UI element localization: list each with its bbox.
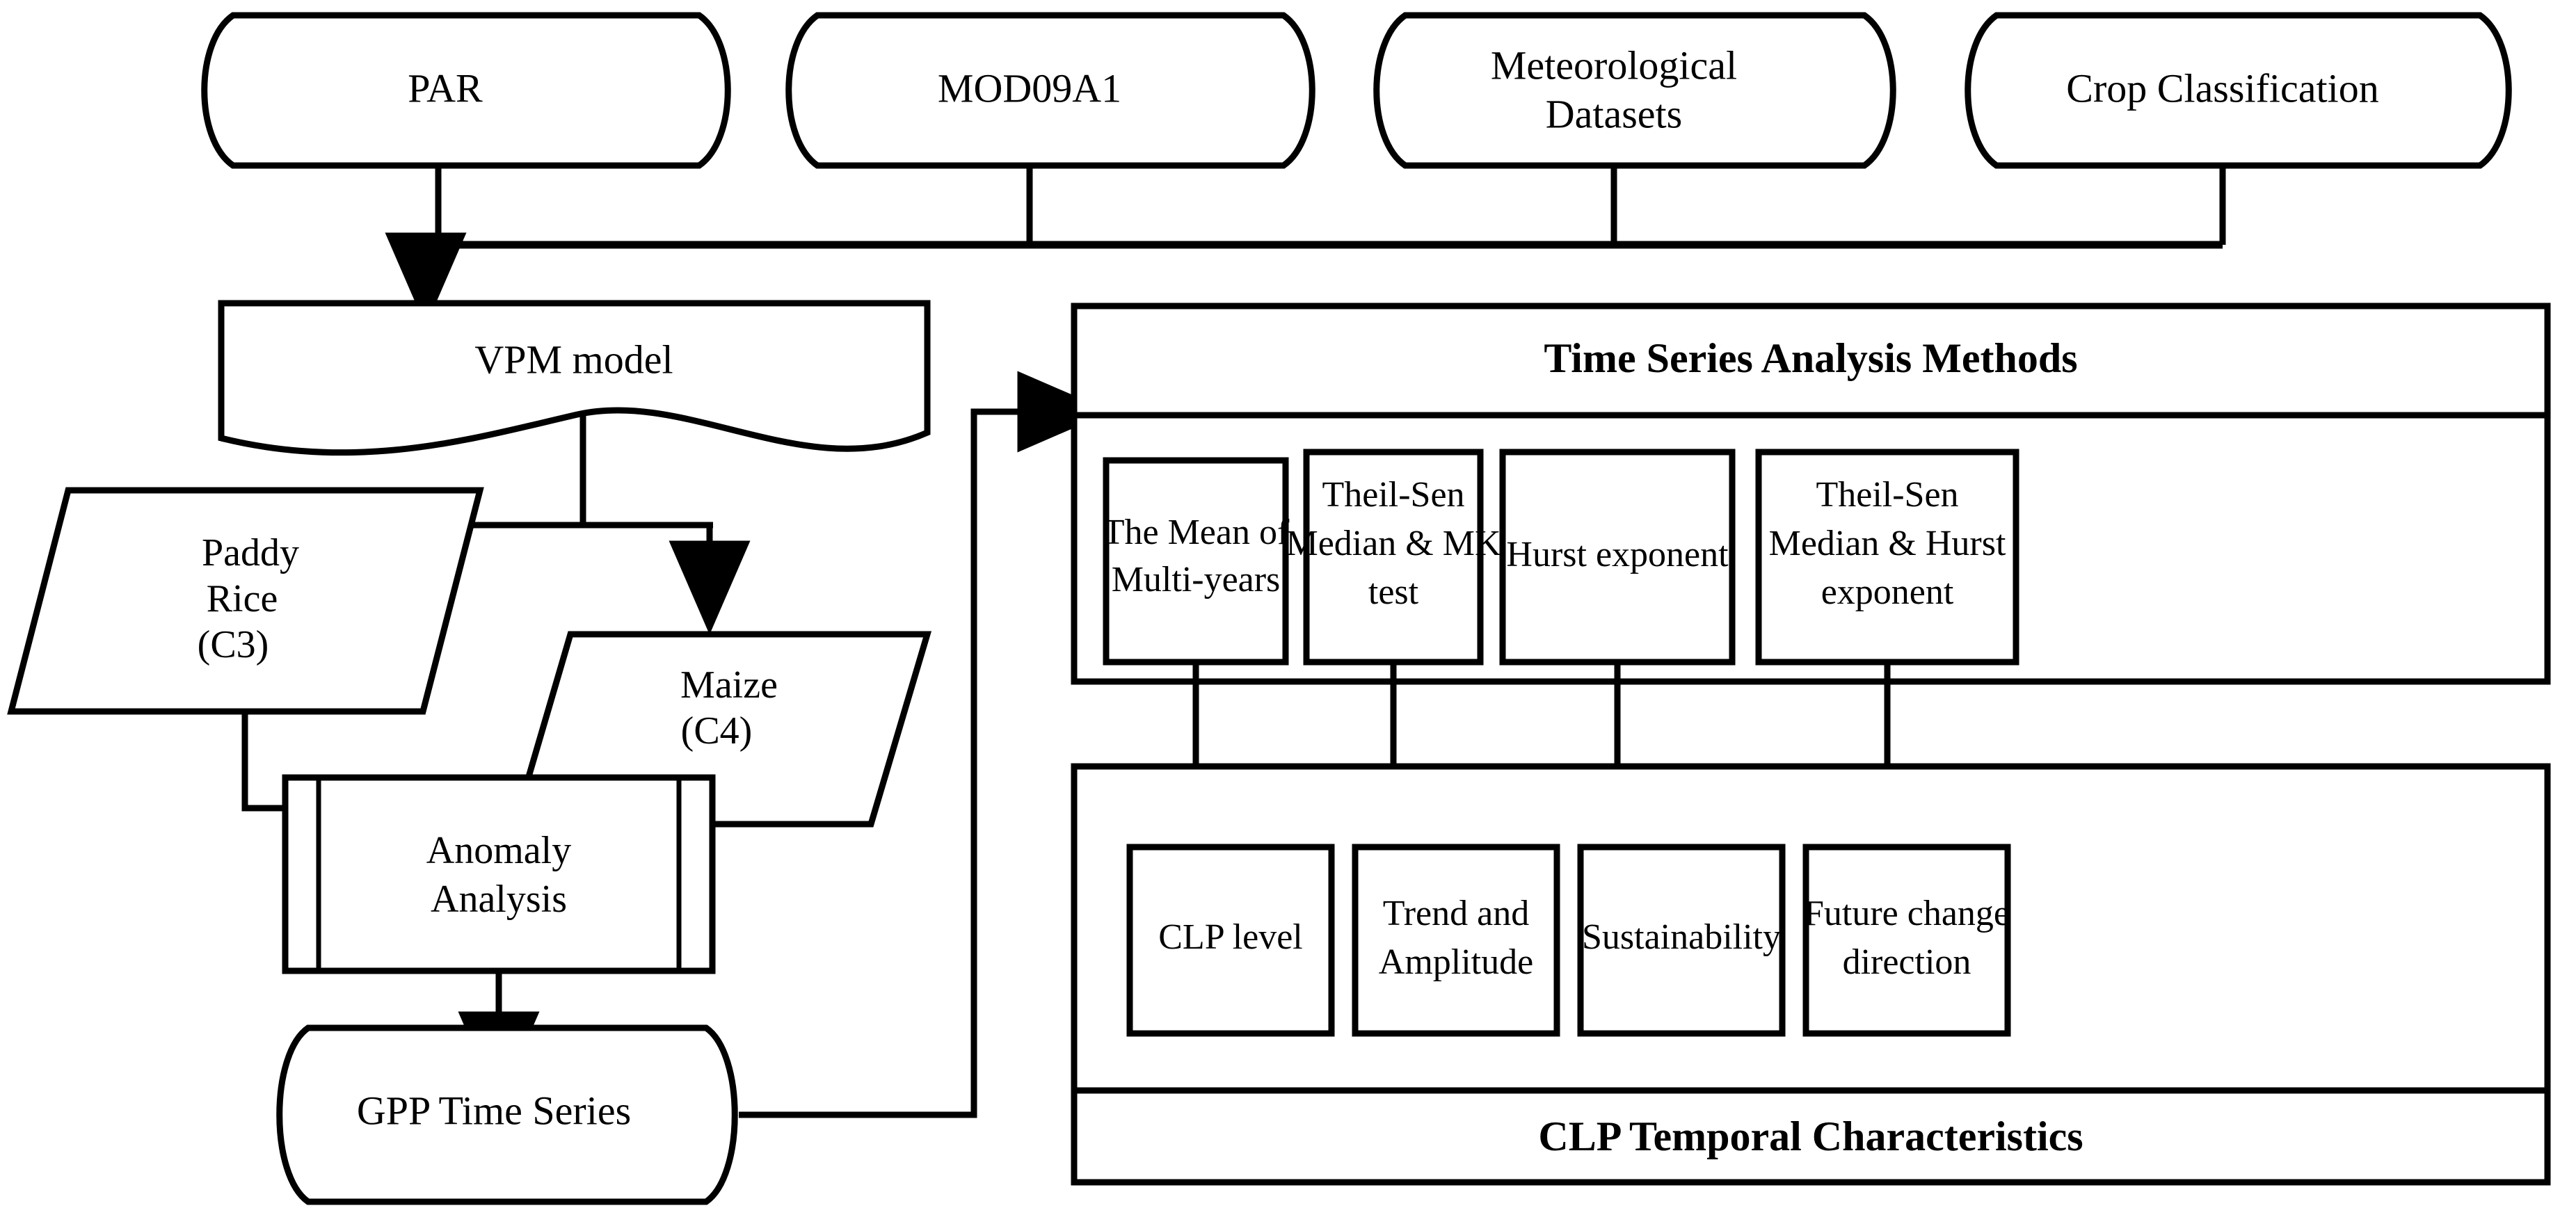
process-anomaly-analysis[interactable]: Anomaly Analysis [282, 774, 716, 974]
result-box-trend-and-amplitude[interactable]: Trend and Amplitude [1352, 844, 1560, 1037]
predefined-process-shape [282, 774, 716, 974]
datasource-label: PAR [408, 65, 483, 111]
process-vpm-model[interactable]: VPM model [218, 300, 931, 456]
datasource-par[interactable]: PAR [201, 12, 731, 169]
method-label-line2: Median & MK [1286, 524, 1501, 563]
document-shape [218, 300, 931, 456]
method-label-line1: Theil-Sen [1816, 475, 1958, 515]
result-label-line1: Trend and [1383, 894, 1529, 933]
cylinder-body [1373, 12, 1896, 169]
method-label-line1: Theil-Sen [1322, 475, 1464, 515]
box-border [1303, 449, 1484, 666]
method-label-line1: The Mean of [1103, 513, 1290, 552]
method-label-line2: Multi-years [1112, 560, 1281, 599]
box-border [1352, 844, 1560, 1037]
datasource-label: MOD09A1 [938, 65, 1121, 111]
datasource-label-line1: Meteorological [1491, 42, 1737, 88]
cylinder-cap [1863, 13, 1896, 168]
crop-label-line1: Paddy [202, 531, 299, 574]
result-label-line2: Amplitude [1379, 942, 1533, 982]
box-border [1577, 844, 1786, 1037]
result-box-clp-level[interactable]: CLP level [1126, 844, 1335, 1037]
crop-label-line1: Maize [680, 663, 778, 707]
result-label-line2: direction [1843, 942, 1971, 982]
cylinder-cap [698, 13, 730, 168]
method-label-line3: test [1368, 572, 1419, 612]
method-box-theil-sen-median-hurst-exponent[interactable]: Theil-Sen Median & Hurst exponent [1755, 449, 2019, 666]
method-label-line2: Median & Hurst [1769, 524, 2006, 563]
process-label: VPM model [474, 337, 673, 382]
box-border [1755, 449, 2019, 666]
method-label-line1: Hurst exponent [1506, 535, 1729, 574]
datastore-gpp-time-series[interactable]: GPP Time Series [276, 1024, 738, 1205]
datasource-label: Crop Classification [2066, 65, 2378, 111]
datasource-mod09a1[interactable]: MOD09A1 [785, 12, 1315, 169]
cylinder-cap [705, 1026, 737, 1204]
crop-label-line2: Rice [207, 577, 278, 620]
cylinder-cap [2479, 13, 2511, 168]
box-border [1499, 449, 1736, 666]
datastore-label: GPP Time Series [357, 1088, 631, 1133]
cylinder-cap [1282, 13, 1315, 168]
panel-footer-title: CLP Temporal Characteristics [1538, 1113, 2083, 1159]
datasource-label-line2: Datasets [1546, 91, 1683, 136]
panel-clp-temporal-characteristics: CLP Temporal Characteristics CLP level T… [1071, 763, 2551, 1186]
method-label-line3: exponent [1821, 572, 1954, 612]
process-label-line1: Anomaly [426, 829, 571, 872]
method-box-theil-sen-median-mk-test[interactable]: Theil-Sen Median & MK test [1286, 449, 1501, 666]
result-box-future-change-direction[interactable]: Future change direction [1802, 844, 2011, 1037]
panel-title: Time Series Analysis Methods [1544, 335, 2077, 381]
connector-sources-to-vpm [385, 166, 2226, 327]
box-border [1802, 844, 2011, 1037]
result-box-sustainability[interactable]: Sustainability [1577, 844, 1786, 1037]
process-label-line2: Analysis [431, 878, 567, 921]
method-box-the-mean-of-multi-years[interactable]: The Mean of Multi-years [1103, 457, 1290, 666]
datasource-meteorological-datasets[interactable]: Meteorological Datasets [1373, 12, 1896, 169]
result-label-line1: CLP level [1158, 917, 1303, 957]
datasource-crop-classification[interactable]: Crop Classification [1965, 12, 2512, 169]
method-box-hurst-exponent[interactable]: Hurst exponent [1499, 449, 1736, 666]
connector-gpp-to-methods [739, 371, 1112, 1118]
result-label-line1: Sustainability [1582, 917, 1781, 957]
crop-label-line3: (C3) [198, 623, 269, 666]
box-border [1126, 844, 1335, 1037]
crop-label-line2: (C4) [681, 709, 753, 752]
panel-time-series-analysis-methods: Time Series Analysis Methods The Mean of… [1071, 303, 2551, 685]
crop-type-paddy-rice[interactable]: Paddy Rice (C3) [7, 487, 484, 715]
result-label-line1: Future change [1804, 894, 2010, 933]
parallelogram-shape [7, 487, 484, 715]
